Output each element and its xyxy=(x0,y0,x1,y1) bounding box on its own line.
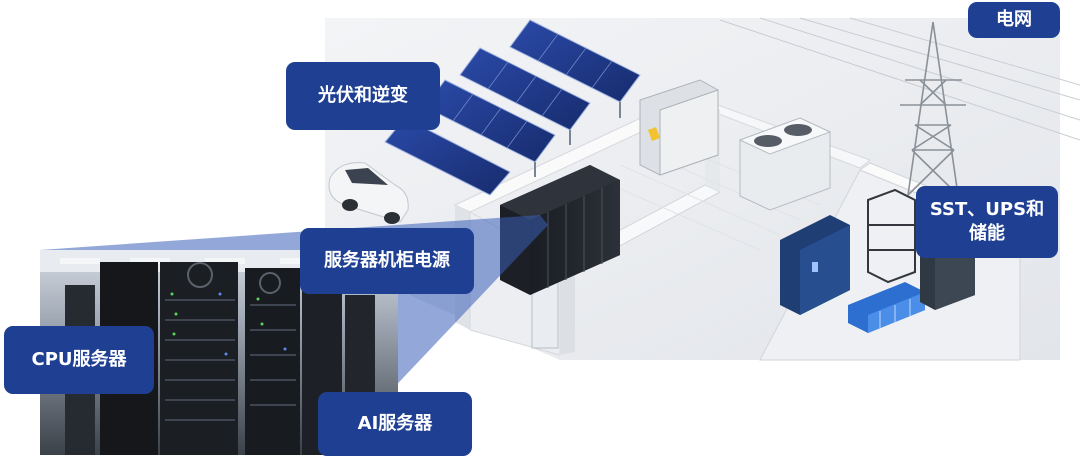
cabinet-icon xyxy=(867,188,916,284)
fan-icon xyxy=(259,272,281,294)
electrical-cabinet xyxy=(639,79,719,176)
cpu-server-label: CPU服务器 xyxy=(31,348,127,370)
car-icon xyxy=(328,162,409,224)
battery-icon xyxy=(848,282,925,333)
grid-callout: 电网 xyxy=(968,2,1060,38)
sst-ups-storage-label: SST、UPS和 储能 xyxy=(929,198,1045,244)
fan-icon xyxy=(187,262,213,288)
solar-panel-icon xyxy=(509,19,641,118)
power-tower-icon xyxy=(900,21,966,196)
pv-inverter-callout: 光伏和逆变 xyxy=(286,62,440,130)
solar-panel-icon xyxy=(384,117,511,196)
grid-label: 电网 xyxy=(996,8,1032,30)
ups-cabinet xyxy=(780,215,850,315)
pv-inverter-label: 光伏和逆变 xyxy=(318,84,408,106)
cpu-server-callout: CPU服务器 xyxy=(4,326,154,394)
ai-server-callout: AI服务器 xyxy=(318,392,472,456)
warning-sign-icon xyxy=(648,127,660,141)
server-rack-power-callout: 服务器机柜电源 xyxy=(300,228,474,294)
ai-server-label: AI服务器 xyxy=(357,412,433,434)
hvac-fan-icon xyxy=(738,117,832,211)
server-rack-power-label: 服务器机柜电源 xyxy=(324,249,450,271)
solar-panel-array xyxy=(384,19,641,196)
power-lines xyxy=(719,17,1080,141)
sst-ups-storage-callout: SST、UPS和 储能 xyxy=(916,186,1058,258)
server-rack-icon xyxy=(500,165,620,295)
solar-panel-icon xyxy=(459,47,591,145)
